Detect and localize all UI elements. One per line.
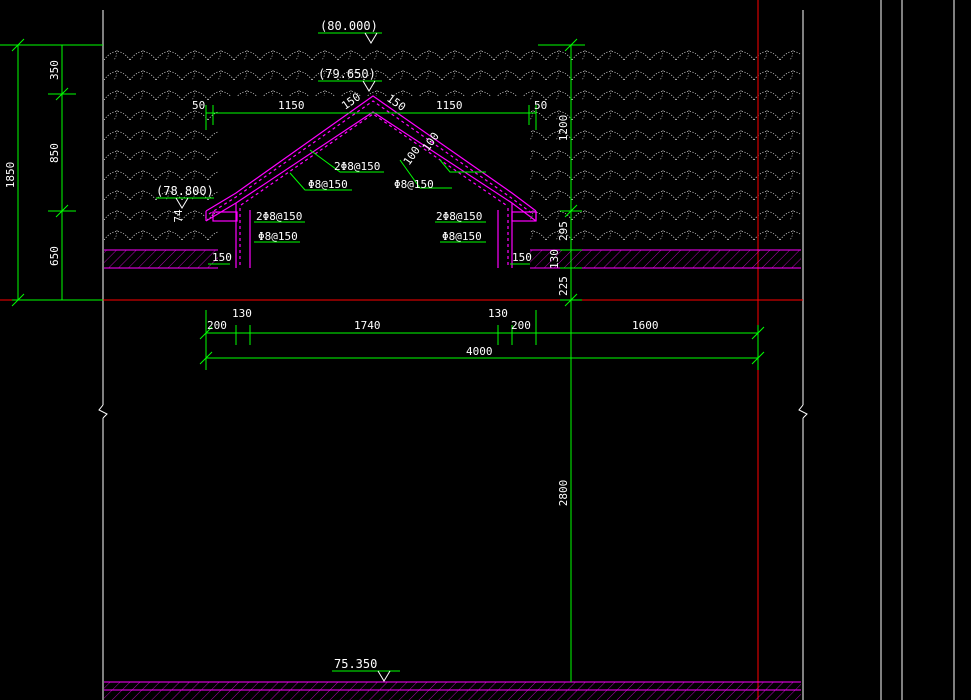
elevation-ridge-top: (80.000) (320, 19, 378, 33)
dim-wall-150-right: 150 (512, 251, 532, 264)
dim-left-total: 1850 (4, 162, 17, 189)
rebar-slope-left-main: 2Φ8@150 (334, 160, 380, 173)
dim-bottom-200-right: 200 (511, 319, 531, 332)
rebar-eave-right-dist: Φ8@150 (442, 230, 482, 243)
dim-wall-150-left: 150 (212, 251, 232, 264)
dim-eave-74: 74 (172, 209, 185, 223)
dim-top-1150-left: 1150 (278, 99, 305, 112)
dim-left-850: 850 (48, 143, 61, 163)
dormer-structure (205, 95, 537, 271)
dim-right-130: 130 (548, 249, 561, 269)
dim-right-1200: 1200 (557, 115, 570, 142)
dim-bottom-1600: 1600 (632, 319, 659, 332)
rebar-eave-left-main: 2Φ8@150 (256, 210, 302, 223)
rebar-slope-right-dist: Φ8@150 (394, 178, 434, 191)
dim-top-50-right: 50 (534, 99, 547, 112)
dimension-lines (0, 32, 765, 682)
dim-left-650: 650 (48, 246, 61, 266)
dim-bottom-4000: 4000 (466, 345, 493, 358)
dim-right-2800: 2800 (557, 480, 570, 507)
dim-right-225: 225 (557, 276, 570, 296)
rebar-eave-left-dist: Φ8@150 (258, 230, 298, 243)
elevation-markers (175, 32, 391, 682)
elevation-ridge-slab: (79.650) (318, 67, 376, 81)
building-outline (98, 0, 955, 700)
dim-bottom-1740: 1740 (354, 319, 381, 332)
dim-left-350: 350 (48, 60, 61, 80)
dim-bottom-130-left: 130 (232, 307, 252, 320)
rebar-slope-left-dist: Φ8@150 (308, 178, 348, 191)
elevation-floor: 75.350 (334, 657, 377, 671)
dim-bottom-130-right: 130 (488, 307, 508, 320)
rebar-eave-right-main: 2Φ8@150 (436, 210, 482, 223)
dim-bottom-200-left: 200 (207, 319, 227, 332)
elevation-eave: (78.800) (156, 184, 214, 198)
lower-floor-slab (104, 681, 801, 700)
dim-top-1150-right: 1150 (436, 99, 463, 112)
dim-right-295: 295 (557, 221, 570, 241)
dim-top-50-left: 50 (192, 99, 205, 112)
